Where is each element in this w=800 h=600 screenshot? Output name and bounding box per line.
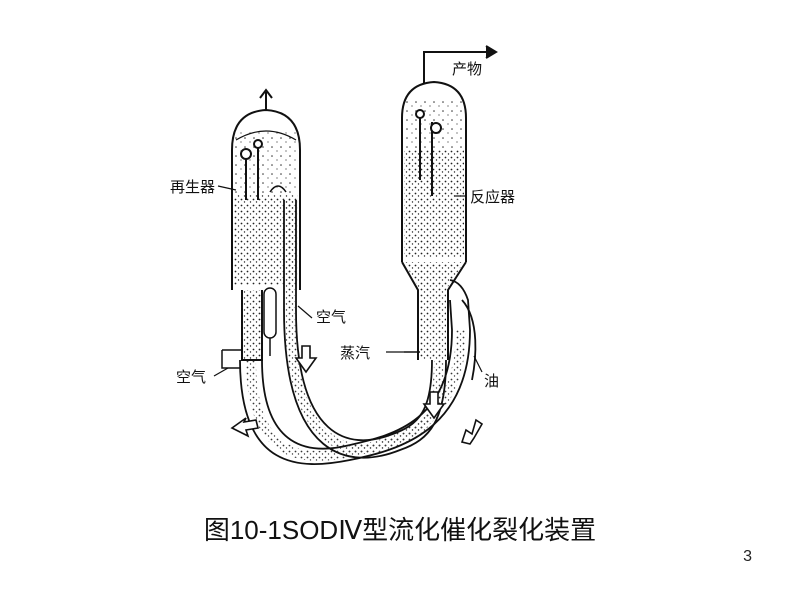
label-regenerator: 再生器 (170, 178, 215, 196)
arrow-upleft (230, 417, 259, 438)
page-number: 3 (743, 548, 752, 565)
label-steam: 蒸汽 (340, 344, 370, 362)
label-products: 产物 (452, 60, 482, 78)
label-reactor: 反应器 (470, 188, 515, 206)
label-oil: 油 (484, 372, 499, 390)
arrow-down-right (422, 391, 446, 420)
reactor-vessel (401, 45, 498, 360)
label-air-right: 空气 (316, 308, 346, 326)
label-air-left: 空气 (176, 368, 206, 386)
figure-caption: 图10-1SODⅣ型流化催化裂化装置 (203, 515, 597, 545)
arrow-upright (460, 418, 484, 445)
flow-arrows (230, 345, 484, 445)
arrow-down-left (294, 345, 318, 374)
leader-lines (213, 185, 483, 377)
